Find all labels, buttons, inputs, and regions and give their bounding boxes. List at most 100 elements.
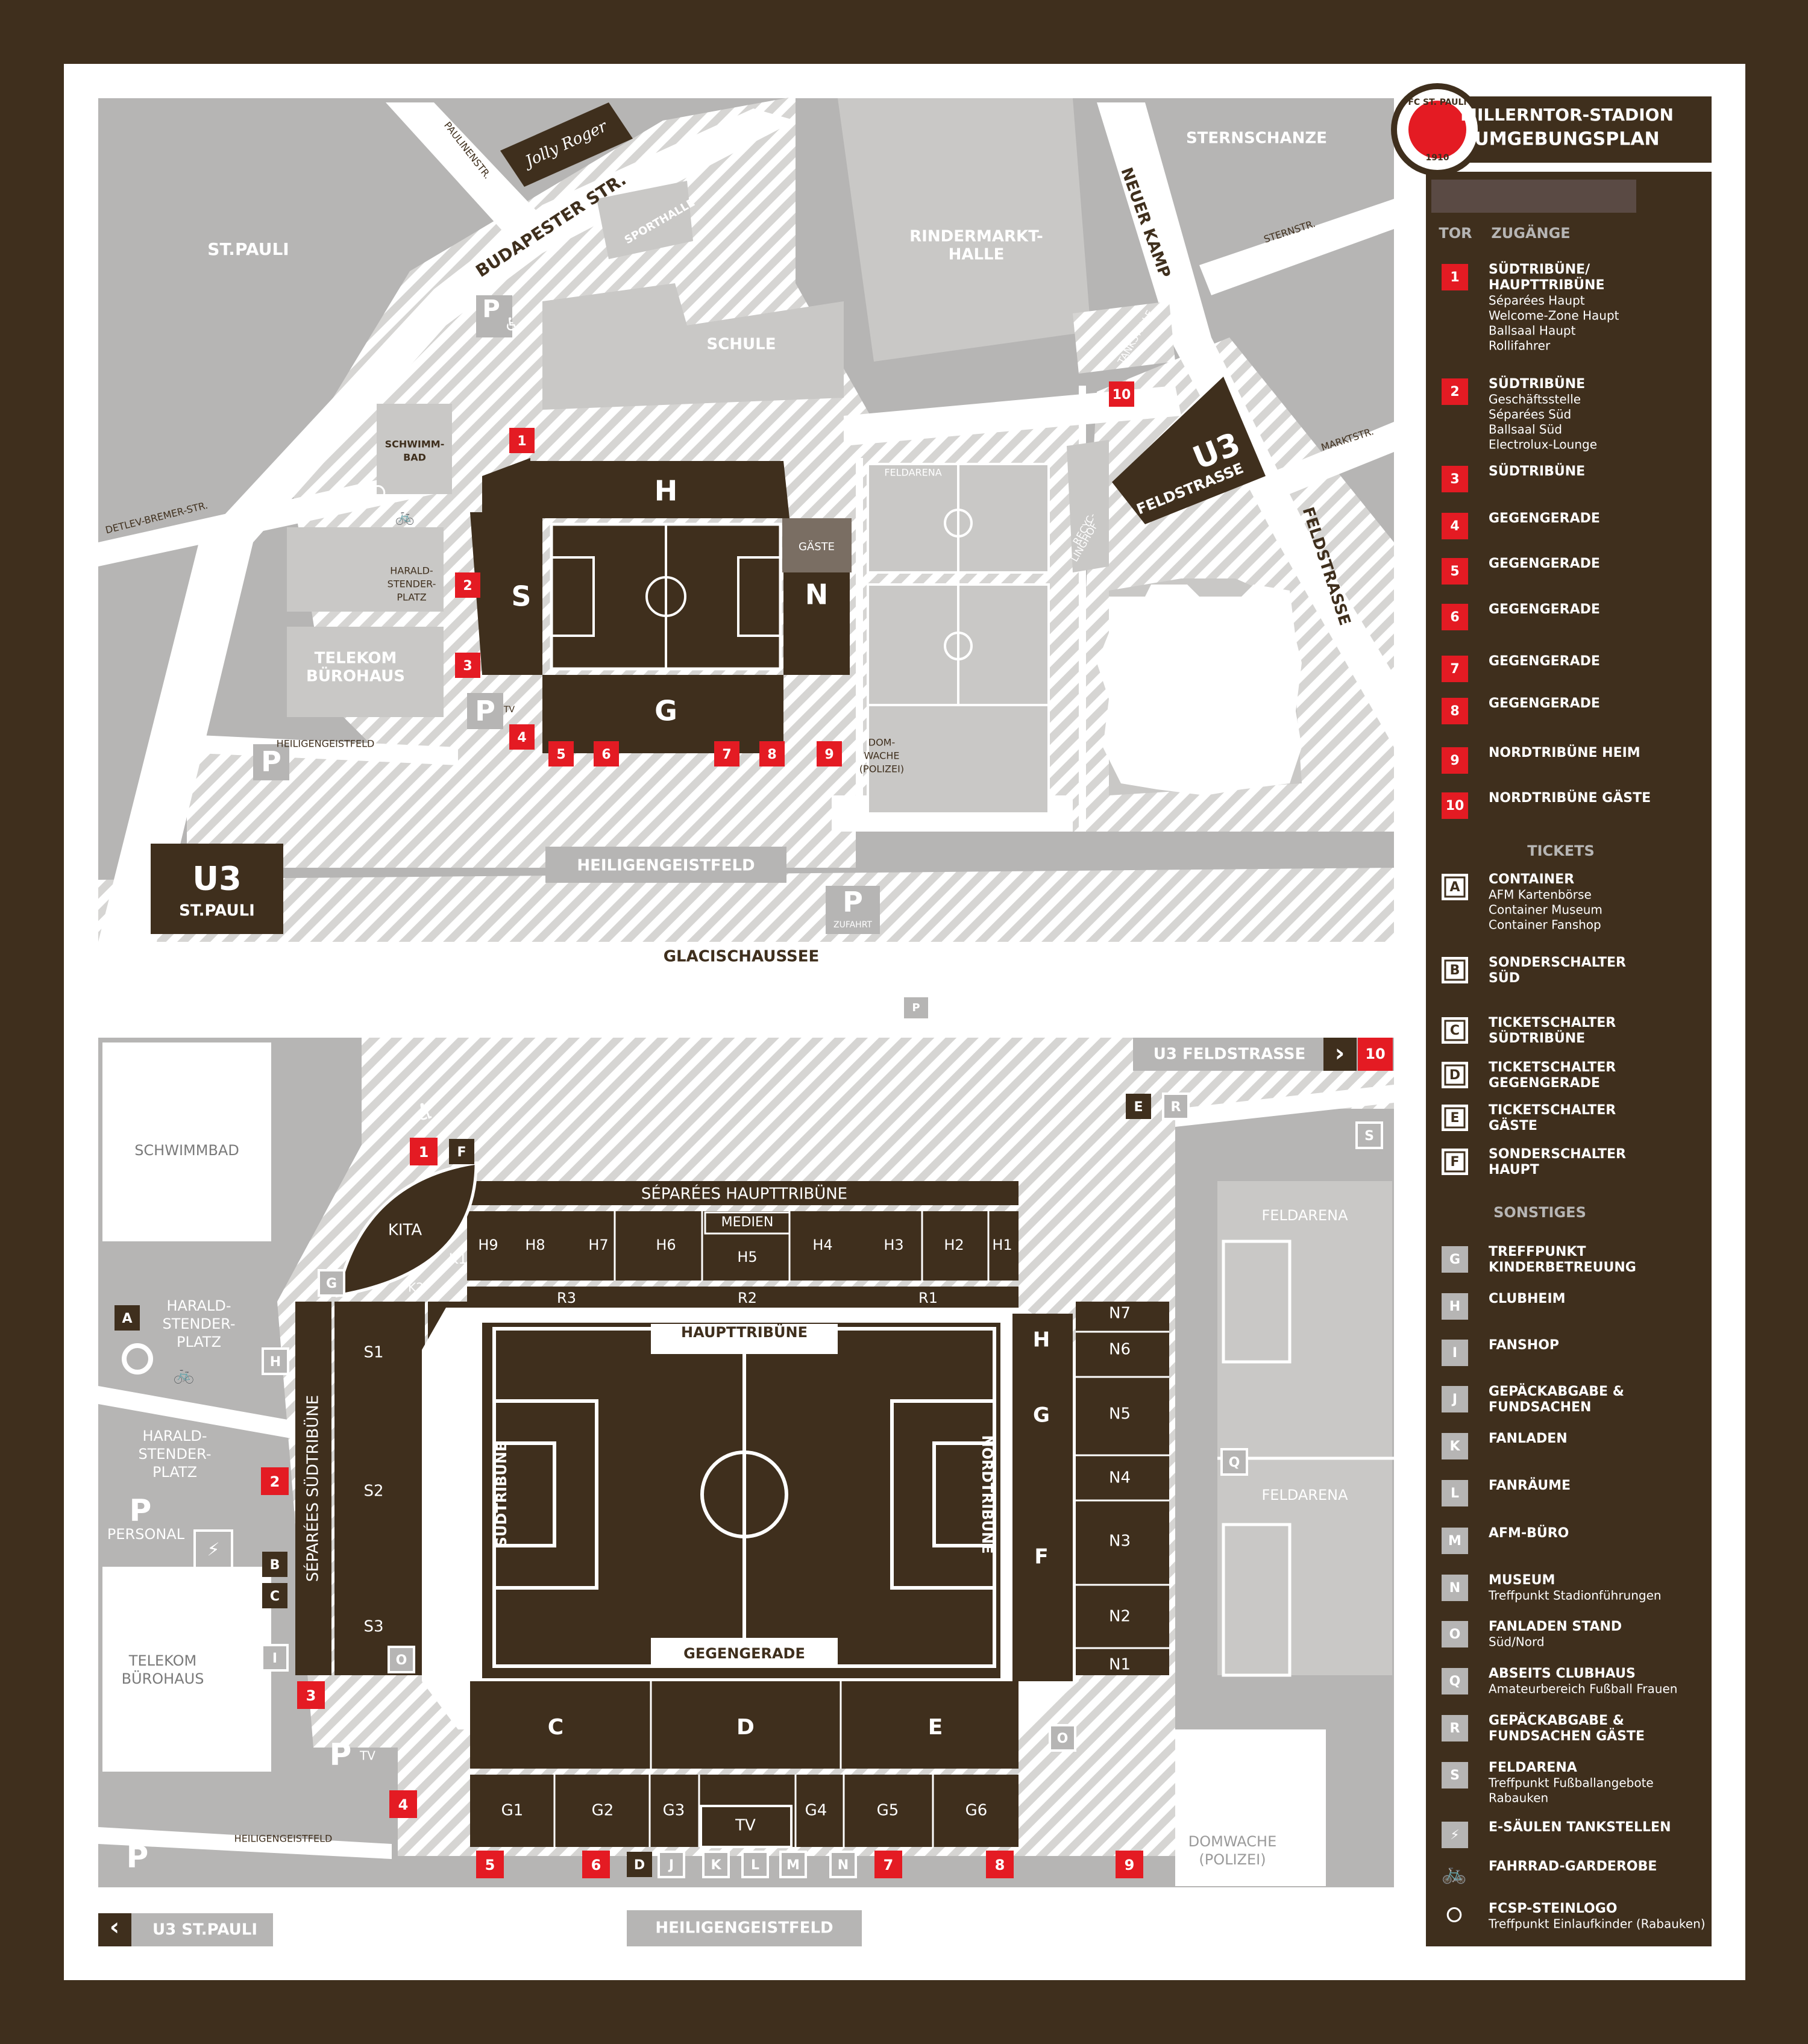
legend-title-other-1: CLUBHEIM — [1489, 1291, 1566, 1306]
legend-swatch-gate-4 — [1442, 558, 1468, 585]
bottom-gate-5-box — [476, 1851, 504, 1878]
legend-swatch-gate-5 — [1442, 604, 1468, 630]
haupttribuene-label-box — [651, 1324, 838, 1354]
legend-title-ticket-1: SONDERSCHALTER — [1489, 955, 1626, 970]
legend-swatch-inner-4 — [1444, 1107, 1466, 1129]
logo-year: 1910 — [1426, 153, 1449, 163]
box-h9: H9 — [478, 1237, 498, 1253]
stand-g-top — [542, 675, 783, 753]
block-h-north: H — [1033, 1328, 1050, 1352]
marker-m-12-box — [779, 1851, 807, 1878]
legend-swatch-gate-6 — [1442, 656, 1468, 682]
heiligengeistfeld-label: HEILIGENGEISTFELD — [577, 857, 755, 875]
area-schwimmbad: SCHWIMM- — [385, 439, 445, 450]
legend-swatch-label-other-11: S — [1450, 1768, 1460, 1783]
area-rindermarkthalle: HALLE — [949, 246, 1005, 264]
legend-swatch-label-gate-0: 1 — [1450, 270, 1459, 285]
top-gate-5-label: 5 — [556, 747, 565, 762]
bicycle-icon-top: 🚲 — [395, 508, 415, 526]
area-rindermarkthalle: RINDERMARKT- — [909, 228, 1043, 246]
hgf-blocks — [1012, 1314, 1073, 1681]
u3-stpauli-box — [151, 844, 283, 934]
legend-sub-gate-1: Ballsaal Süd — [1489, 422, 1562, 437]
bottom-gate-8-label: 8 — [995, 1857, 1005, 1873]
top-box-right — [737, 556, 782, 637]
legend-title-other-2: FANSHOP — [1489, 1338, 1559, 1353]
street-glacischaussee-label: GLACISCHAUSSEE — [664, 948, 820, 966]
zufahrt-label: ZUFAHRT — [833, 920, 872, 930]
medien-label: MEDIEN — [721, 1215, 774, 1230]
street-paulinenstr — [386, 102, 542, 235]
legend-header-strip — [1431, 180, 1636, 213]
bottom-u3-stpauli-arrow: ‹ — [110, 1913, 119, 1941]
legend-swatch-label-other-0: G — [1449, 1252, 1460, 1267]
stand-n-label: N — [805, 578, 829, 611]
marker-r-17-box — [1162, 1093, 1190, 1120]
bottom-gate-9-box — [1116, 1851, 1143, 1878]
parking-box-zufahrt — [826, 886, 880, 934]
separees-haupt-bar — [467, 1181, 1019, 1205]
stand-g-label: G — [654, 695, 677, 727]
stand-s-top — [470, 512, 542, 675]
legend-title-other-6: AFM-BÜRO — [1489, 1525, 1569, 1541]
box-h4: H4 — [812, 1237, 832, 1253]
legend-swatch-other-10 — [1442, 1715, 1468, 1741]
block-n6: N6 — [1109, 1341, 1131, 1359]
legend-title-other-10: FUNDSACHEN GÄSTE — [1489, 1728, 1645, 1744]
top-hatch-bottom — [98, 868, 1394, 942]
u3-feld-arrow-box — [1323, 1038, 1357, 1071]
schwimmbad-bottom — [102, 1042, 271, 1241]
area-harald: PLATZ — [397, 592, 426, 603]
marker-o-15-box — [1049, 1724, 1076, 1752]
bottom-street-1 — [98, 1386, 301, 1440]
stand-s-label: S — [511, 580, 531, 613]
bottom-gate-9-label: 9 — [1125, 1857, 1135, 1873]
marker-g-6-box — [318, 1269, 345, 1297]
area-domwache: DOM- — [868, 737, 896, 748]
marker-n-13-label: N — [838, 1858, 849, 1873]
legend-title-gate-0: HAUPTTRIBÜNE — [1489, 277, 1604, 293]
legend-title-other-5: FANRÄUME — [1489, 1478, 1571, 1493]
legend-title-other-0: KINDERBETREUUNG — [1489, 1260, 1636, 1275]
legend-title-ticket-3: TICKETSCHALTER — [1489, 1060, 1616, 1075]
bottom-gate-7-label: 7 — [884, 1857, 894, 1873]
legend-title-gate-7: GEGENGERADE — [1489, 696, 1600, 711]
street-heiligengeistfeld-label: HEILIGENGEISTFELD — [277, 738, 375, 750]
top-gate-6-label: 6 — [601, 747, 611, 762]
legend-swatch-gate-1 — [1442, 378, 1468, 405]
legend-title-other-12: E-SÄULEN TANKSTELLEN — [1489, 1819, 1671, 1835]
street-north — [844, 386, 1181, 446]
telekom-bottom-label: BÜROHAUS — [122, 1670, 204, 1687]
top-gate-4-label: 4 — [517, 730, 526, 745]
legend-swatch-label-other-1: H — [1449, 1299, 1460, 1314]
row-r2: R2 — [738, 1290, 757, 1306]
area-gaeste: GÄSTE — [799, 541, 835, 553]
legend-title-ticket-4: TICKETSCHALTER — [1489, 1103, 1616, 1118]
domwache-bottom-label: DOMWACHE — [1188, 1833, 1276, 1850]
harald-building — [287, 527, 444, 612]
marker-f-5-box — [449, 1139, 474, 1164]
u3-feldstrasse-box — [1112, 377, 1266, 524]
legend-sub-gate-1: Geschäftsstelle — [1489, 392, 1581, 407]
top-map — [98, 96, 1394, 1018]
title-line-2: UMGEBUNGSPLAN — [1474, 129, 1659, 150]
street-neuer-kamp — [1097, 102, 1394, 747]
bottom-pitch-circle — [700, 1450, 788, 1538]
legend-title-ticket-0: CONTAINER — [1489, 872, 1574, 887]
feldarena-bottom-lines — [1222, 1240, 1292, 1677]
bottom-street-2 — [1175, 1085, 1394, 1127]
block-g1: G1 — [501, 1802, 524, 1820]
marker-c-2-box — [262, 1583, 287, 1608]
legend-sub-gate-1: Séparées Süd — [1489, 407, 1571, 422]
top-gate-5-box — [548, 741, 574, 766]
u3-stpauli-arrow-box — [98, 1913, 131, 1946]
area-schwimmbad: BAD — [403, 452, 426, 463]
bottom-gate-7-box — [874, 1851, 902, 1878]
legend-swatch-label-other-6: M — [1448, 1534, 1461, 1549]
block-b: B — [444, 1558, 460, 1582]
bottom-heiligengeistfeld-label: HEILIGENGEISTFELD — [655, 1919, 833, 1937]
block-g3: G3 — [663, 1802, 685, 1820]
marker-s-18-box — [1355, 1121, 1383, 1149]
area-bunker: BUNKER — [1169, 678, 1242, 696]
legend-swatch-label-gate-8: 9 — [1450, 753, 1459, 768]
